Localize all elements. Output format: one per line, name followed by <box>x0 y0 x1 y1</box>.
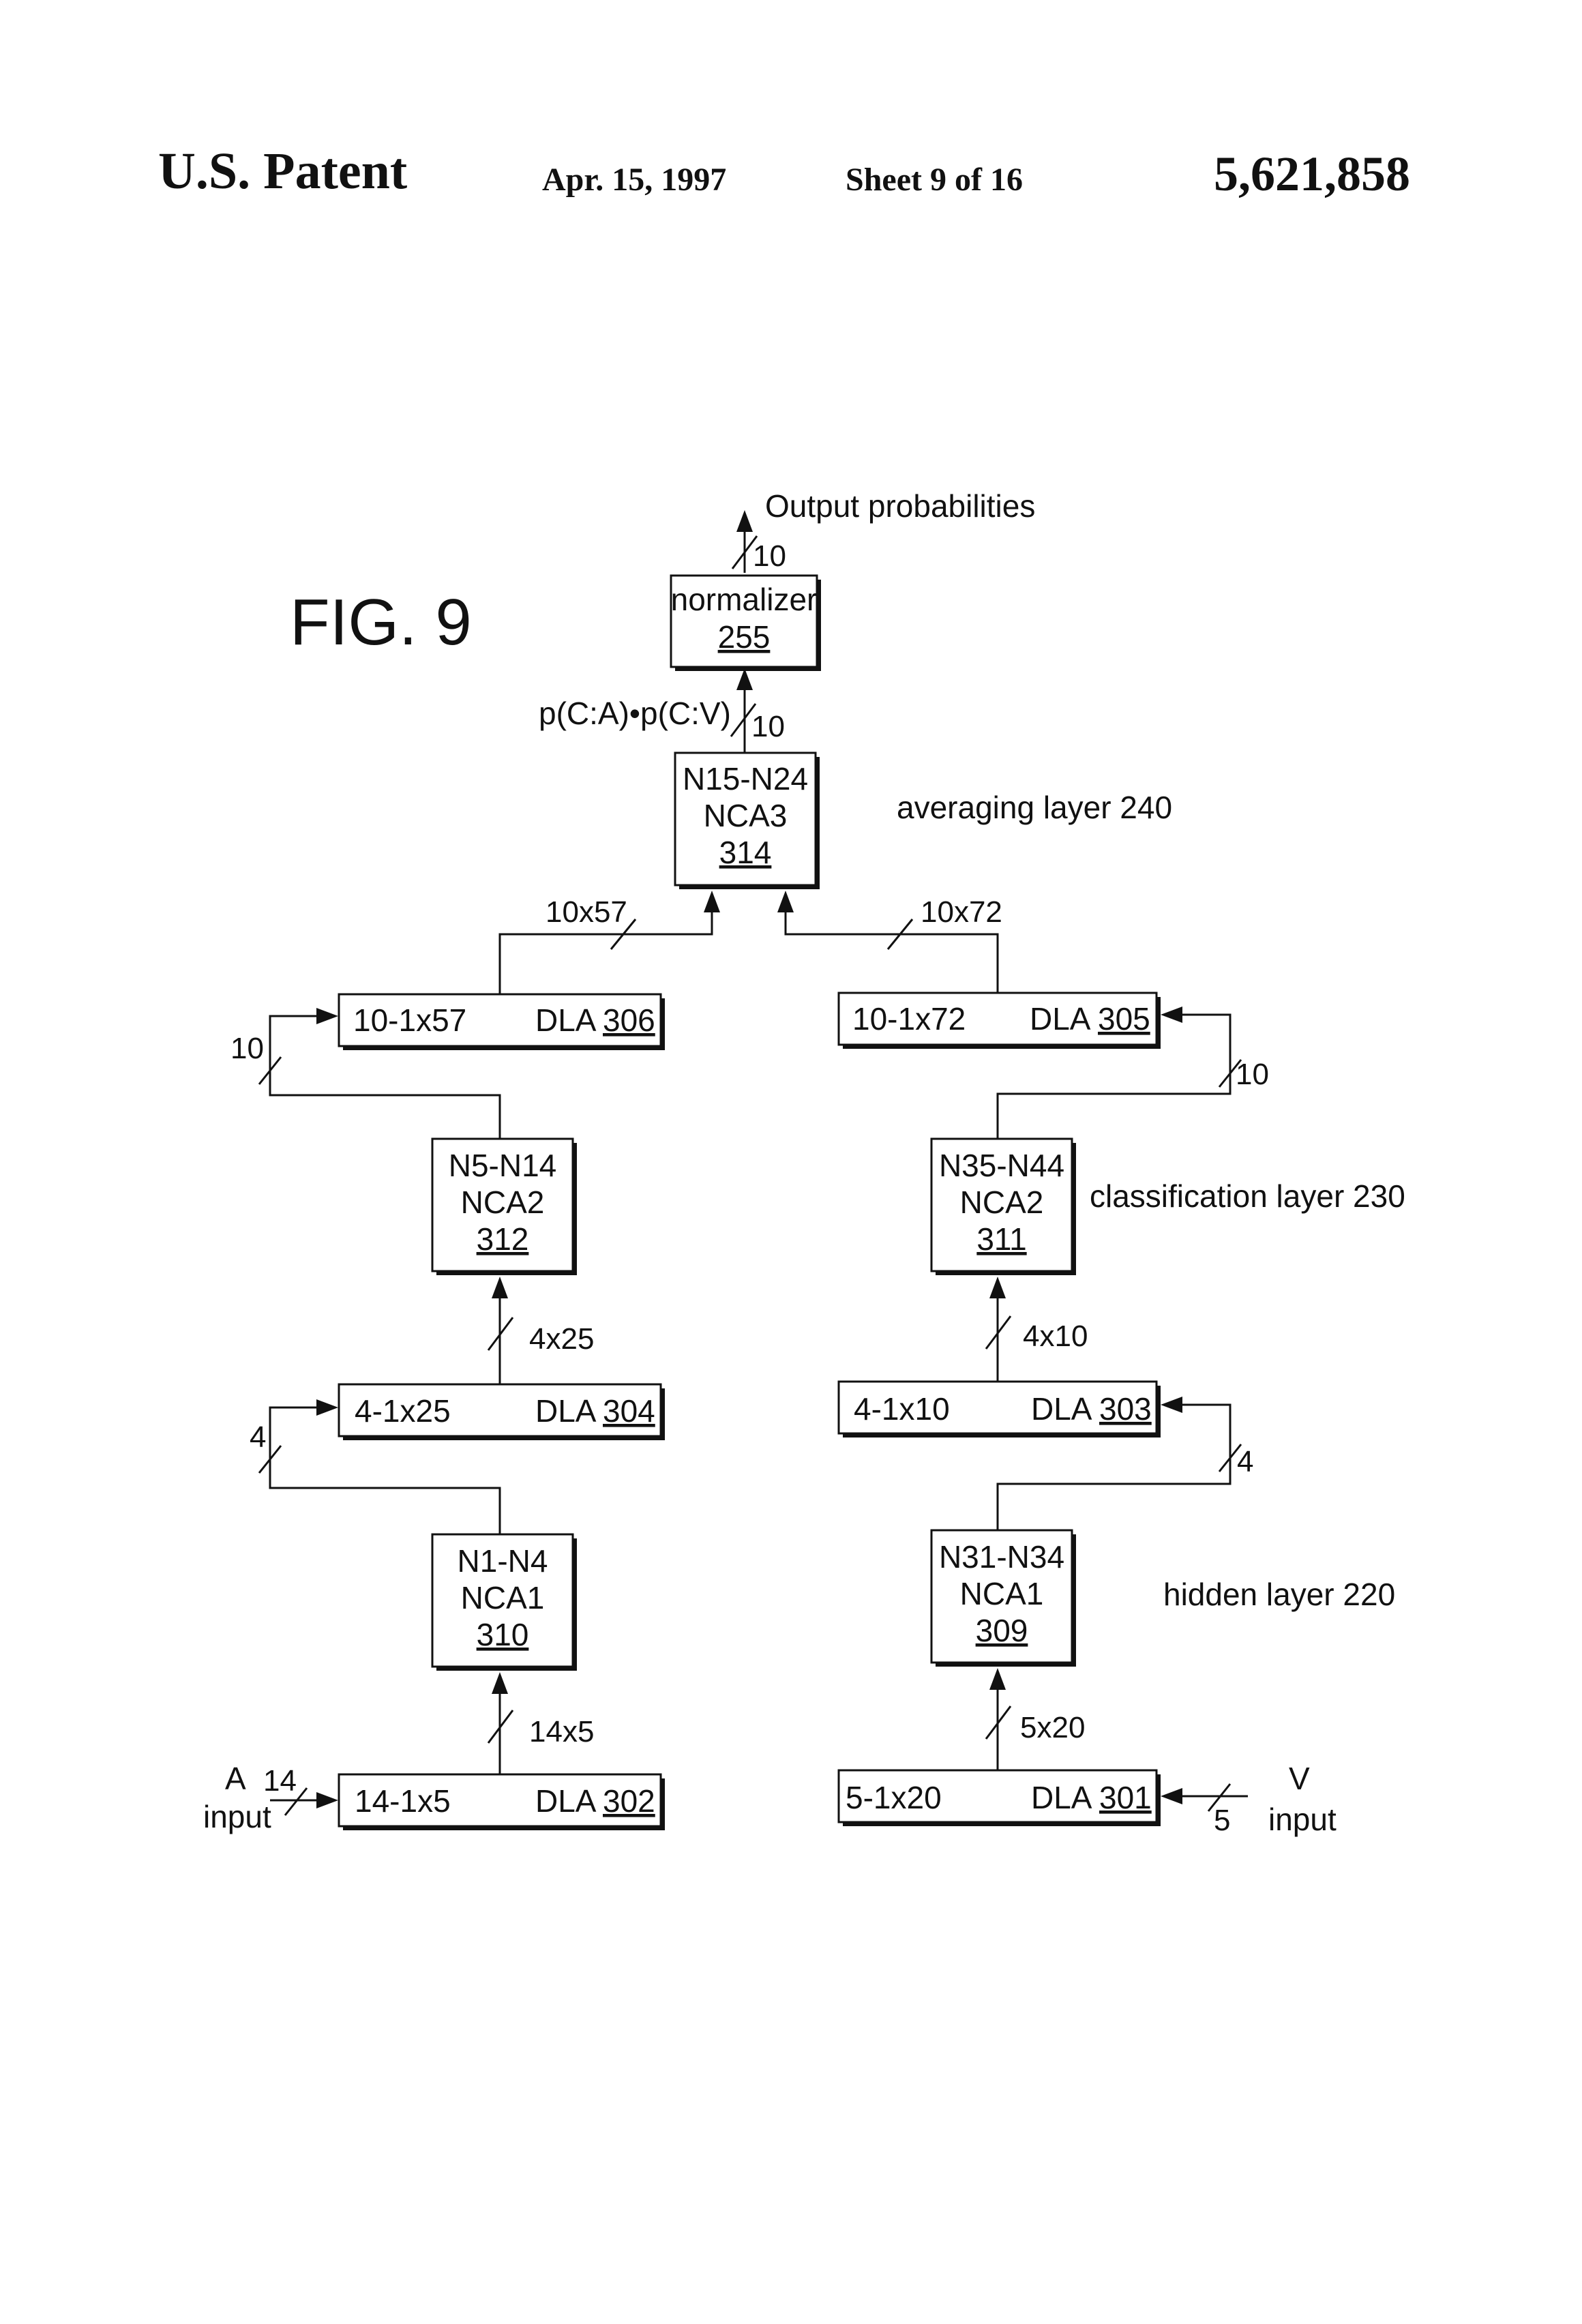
fb303-arrow <box>1161 1397 1182 1413</box>
norm-in-arrow <box>736 668 753 690</box>
bus-width-right-bot: 5x20 <box>1020 1711 1085 1744</box>
a-input-letter: A <box>225 1761 246 1796</box>
output-label: Output probabilities <box>765 488 1035 524</box>
normalizer-label: normalizer <box>671 582 818 617</box>
bus-width-out: 10 <box>753 539 786 573</box>
nca2-left-ref: 312 <box>477 1221 529 1257</box>
dla303-size: 4-1x10 <box>854 1391 950 1427</box>
output-arrow <box>736 510 753 532</box>
bus-width-right-top: 10x72 <box>921 895 1002 929</box>
dla302-size: 14-1x5 <box>355 1783 451 1819</box>
dla306-name: DLA <box>535 1002 597 1038</box>
dla301-name: DLA <box>1031 1780 1092 1815</box>
bus-width-right-mid: 4x10 <box>1023 1320 1088 1353</box>
a-input-word: input <box>203 1799 271 1834</box>
dla302-name: DLA <box>535 1783 597 1819</box>
bus-width-left-top: 10x57 <box>546 895 627 929</box>
right-mid-arrow <box>989 1277 1006 1298</box>
right-bot-arrow <box>989 1668 1006 1690</box>
hidden-layer-label: hidden layer 220 <box>1163 1577 1395 1612</box>
nca1-left-neurons: N1-N4 <box>458 1543 548 1579</box>
a-input-width: 14 <box>263 1764 297 1798</box>
nca2-right-ref: 311 <box>976 1221 1026 1257</box>
nca1-left-name: NCA1 <box>461 1580 545 1615</box>
product-label: p(C:A)•p(C:V) <box>539 696 731 731</box>
dla303-ref: 303 <box>1099 1391 1152 1427</box>
fb305-arrow <box>1161 1007 1182 1023</box>
dla305-name: DLA <box>1030 1001 1091 1037</box>
nca2-left-neurons: N5-N14 <box>449 1148 557 1183</box>
dla304-ref: 304 <box>603 1393 655 1429</box>
bus-width-norm-in: 10 <box>751 710 785 743</box>
left-bot-arrow <box>492 1672 508 1694</box>
nca3-name: NCA3 <box>704 798 788 833</box>
nca1-right-name: NCA1 <box>960 1576 1044 1611</box>
left-top-arrow <box>704 891 720 912</box>
dla304-size: 4-1x25 <box>355 1393 451 1429</box>
v-input-letter: V <box>1289 1761 1310 1796</box>
dla302-ref: 302 <box>603 1783 655 1819</box>
bus-width-fb305: 10 <box>1236 1058 1269 1091</box>
bus-width-left-bot: 14x5 <box>529 1715 594 1748</box>
bus-width-fb306: 10 <box>230 1032 264 1065</box>
fb306-arrow <box>316 1008 338 1024</box>
nca2-right-neurons: N35-N44 <box>939 1148 1064 1183</box>
v-input-width: 5 <box>1214 1804 1230 1837</box>
v-input-word: input <box>1268 1802 1337 1837</box>
dla301-size: 5-1x20 <box>846 1780 942 1815</box>
dla306-ref: 306 <box>603 1002 655 1038</box>
nca2-left-name: NCA2 <box>461 1185 545 1220</box>
fb304-arrow <box>316 1399 338 1416</box>
v-input-arrow <box>1161 1788 1182 1804</box>
classification-layer-label: classification layer 230 <box>1090 1178 1405 1214</box>
dla305-ref: 305 <box>1098 1001 1150 1037</box>
nca1-right-neurons: N31-N34 <box>939 1539 1064 1575</box>
bus-width-left-mid: 4x25 <box>529 1322 594 1356</box>
nca3-neurons: N15-N24 <box>683 761 808 796</box>
bus-width-fb303: 4 <box>1237 1445 1253 1478</box>
dla305-size: 10-1x72 <box>852 1001 966 1037</box>
nca2-right-name: NCA2 <box>960 1185 1044 1220</box>
figure-label: FIG. 9 <box>290 586 472 659</box>
nca1-left-ref: 310 <box>477 1617 529 1652</box>
right-top-arrow <box>777 891 794 912</box>
dla304-name: DLA <box>535 1393 597 1429</box>
dla303-name: DLA <box>1031 1391 1092 1427</box>
averaging-layer-label: averaging layer 240 <box>897 790 1172 825</box>
dla306-size: 10-1x57 <box>353 1002 466 1038</box>
left-mid-arrow <box>492 1277 508 1298</box>
dla301-ref: 301 <box>1099 1780 1152 1815</box>
nca1-right-ref: 309 <box>976 1613 1028 1648</box>
bus-width-fb304: 4 <box>250 1420 266 1454</box>
a-input-arrow <box>316 1792 338 1808</box>
nca3-ref: 314 <box>719 835 772 870</box>
normalizer-ref: 255 <box>718 619 771 655</box>
